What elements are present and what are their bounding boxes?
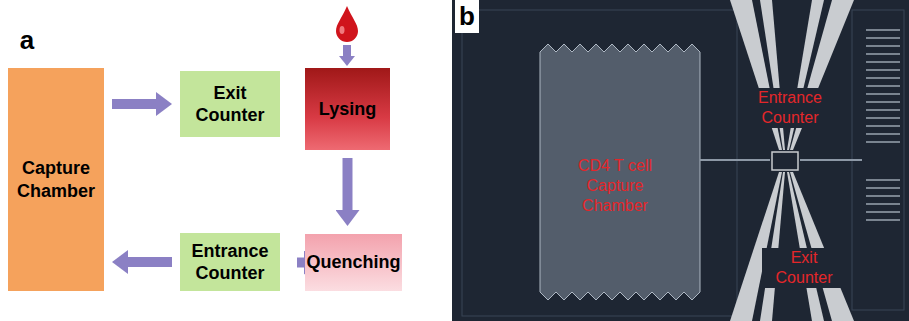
serpentine-channel [866,30,900,220]
electrode [760,172,785,321]
process-box: Quenching [305,234,402,291]
capture-chamber-figure [540,44,700,300]
photo-label: Entrance Counter [745,88,835,128]
drop-arrow [343,45,351,57]
electrode [790,172,854,321]
sensing-gap [772,152,798,170]
photo-label: Exit Counter [762,248,846,288]
drop-highlight [340,26,345,34]
box-label: Lysing [319,98,376,121]
box-label: Entrance Counter [180,240,280,285]
box-label: Exit Counter [180,82,280,127]
box-label: Capture Chamber [8,157,104,202]
flow-arrow [128,257,172,267]
flow-arrow [112,99,156,109]
process-box: Lysing [305,68,390,150]
capture-chamber-box: Capture Chamber [8,68,104,291]
flow-arrow [343,158,353,210]
panel-letter: b [455,0,479,33]
channel [700,159,770,161]
counter-box: Entrance Counter [180,233,280,291]
flow-arrow [297,258,304,268]
counter-box: Exit Counter [180,71,280,137]
photo-label: CD4 T cell Capture Chamber [560,156,670,216]
drop-arrow [339,56,355,66]
blood-drop [336,6,358,42]
channel [800,159,862,161]
box-label: Quenching [307,251,401,274]
chip-outline [462,10,737,316]
panel-letter: a [12,24,42,57]
photo-ground [452,0,909,321]
